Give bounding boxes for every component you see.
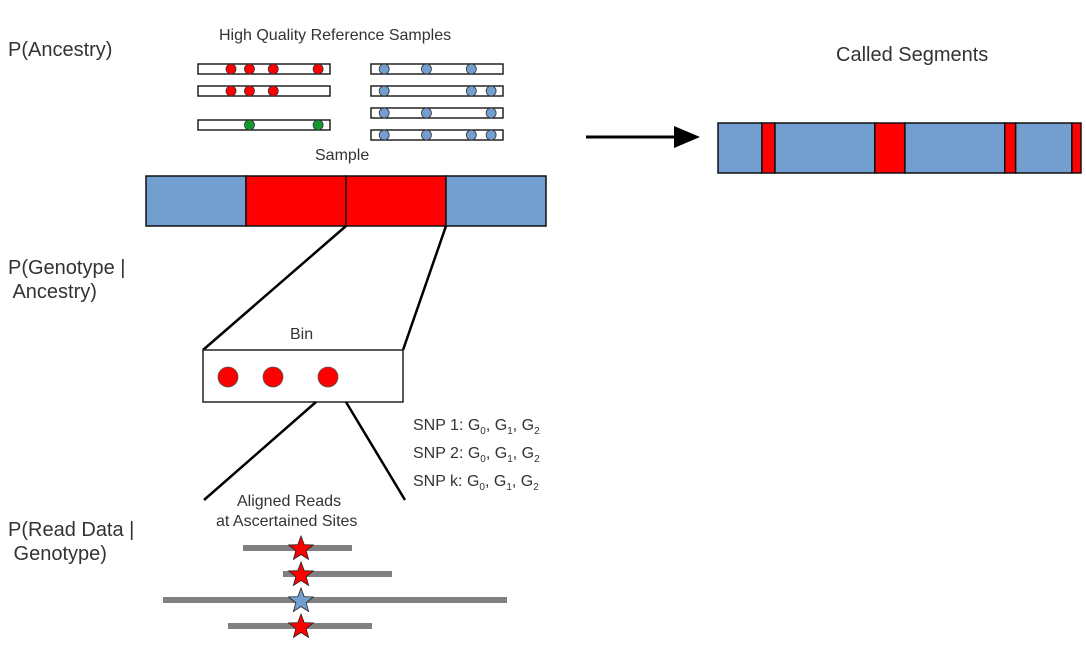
reference-samples-left — [197, 63, 331, 131]
reference-snp-dot — [267, 63, 279, 75]
snp-genotype-list: SNP 1: G0, G1, G2 SNP 2: G0, G1, G2 SNP k:… — [413, 415, 540, 500]
allele-star-icon — [287, 534, 315, 561]
reference-snp-dot — [244, 85, 255, 97]
ancestry-segment — [761, 122, 776, 174]
aligned-reads-label-line1: Aligned Reads — [237, 493, 342, 510]
reference-sample — [197, 85, 331, 97]
ancestry-segment — [245, 175, 347, 227]
reference-sample — [370, 129, 504, 141]
ancestry-segment — [1014, 122, 1073, 174]
reference-sample — [370, 85, 504, 97]
p-read-label-line2: Genotype) — [8, 543, 107, 565]
reference-haplotype-bar — [370, 85, 504, 97]
reference-sample — [197, 63, 331, 75]
reference-haplotype-bar — [370, 129, 504, 141]
reference-snp-dot — [267, 85, 279, 97]
reference-snp-dot — [465, 63, 477, 75]
reference-snp-dot — [378, 85, 390, 97]
reference-haplotype-bar — [197, 63, 331, 75]
ancestry-segment — [145, 175, 247, 227]
snp-row: SNP 1: G0, G1, G2 — [413, 417, 540, 438]
p-genotype-label-line2: Ancestry) — [8, 281, 97, 303]
reference-snp-dot — [485, 107, 497, 119]
called-segments-bar — [717, 122, 1082, 174]
reference-snp-dot — [244, 119, 255, 131]
allele-star-icon — [287, 586, 315, 613]
aligned-read — [283, 560, 392, 587]
ancestry-segment — [345, 175, 447, 227]
read-bar — [163, 597, 507, 603]
reference-sample — [197, 119, 331, 131]
called-segments-title: Called Segments — [836, 44, 989, 66]
reference-snp-dot — [465, 129, 477, 141]
ancestry-segment — [874, 122, 906, 174]
p-read-label-line1: P(Read Data | — [8, 519, 135, 541]
reference-samples-right — [370, 63, 504, 141]
bin-snp-dot — [262, 366, 284, 388]
ancestry-segment — [774, 122, 876, 174]
reference-snp-dot — [225, 63, 237, 75]
reference-haplotype-bar — [197, 119, 331, 131]
ancestry-segment — [1071, 122, 1082, 174]
sample-bar — [145, 175, 547, 227]
p-ancestry-label: P(Ancestry) — [8, 39, 113, 61]
allele-star-icon — [287, 612, 315, 639]
ancestry-segment — [1004, 122, 1017, 174]
reference-snp-dot — [485, 129, 497, 141]
reference-snp-dot — [378, 129, 390, 141]
reference-snp-dot — [378, 63, 390, 75]
reference-snp-dot — [421, 107, 432, 119]
reference-sample — [370, 63, 504, 75]
bin-snp-dots — [217, 366, 339, 388]
bin-snp-dot — [317, 366, 339, 388]
reference-snp-dot — [378, 107, 390, 119]
allele-star-icon — [287, 560, 315, 587]
arrow-icon — [586, 126, 700, 148]
reference-snp-dot — [465, 85, 477, 97]
aligned-read — [243, 534, 352, 561]
read-line-right — [344, 401, 407, 501]
ancestry-segment — [717, 122, 763, 174]
reference-snp-dot — [421, 129, 432, 141]
sample-label: Sample — [315, 147, 370, 164]
reference-haplotype-bar — [370, 63, 504, 75]
zoom-line-right — [401, 225, 448, 351]
zoom-line-left — [202, 225, 347, 351]
reference-snp-dot — [312, 63, 324, 75]
snp-row: SNP 2: G0, G1, G2 — [413, 445, 540, 466]
ancestry-segment — [445, 175, 547, 227]
reference-snp-dot — [225, 85, 237, 97]
bin-snp-dot — [217, 366, 239, 388]
aligned-reads — [163, 534, 507, 639]
ancestry-segment — [904, 122, 1006, 174]
reference-snp-dot — [485, 85, 497, 97]
reference-snp-dot — [244, 63, 255, 75]
bin-label: Bin — [290, 326, 314, 343]
p-genotype-label-line1: P(Genotype | — [8, 257, 126, 279]
reference-haplotype-bar — [370, 107, 504, 119]
aligned-read — [163, 586, 507, 613]
reference-sample — [370, 107, 504, 119]
snp-row: SNP k: G0, G1, G2 — [413, 473, 539, 494]
aligned-read — [228, 612, 372, 639]
reference-snp-dot — [312, 119, 324, 131]
reference-snp-dot — [421, 63, 432, 75]
aligned-reads-label-line2: at Ascertained Sites — [216, 513, 358, 530]
reference-haplotype-bar — [197, 85, 331, 97]
read-line-left — [203, 401, 317, 501]
read-bar — [283, 571, 392, 577]
reference-samples-title: High Quality Reference Samples — [219, 27, 452, 44]
